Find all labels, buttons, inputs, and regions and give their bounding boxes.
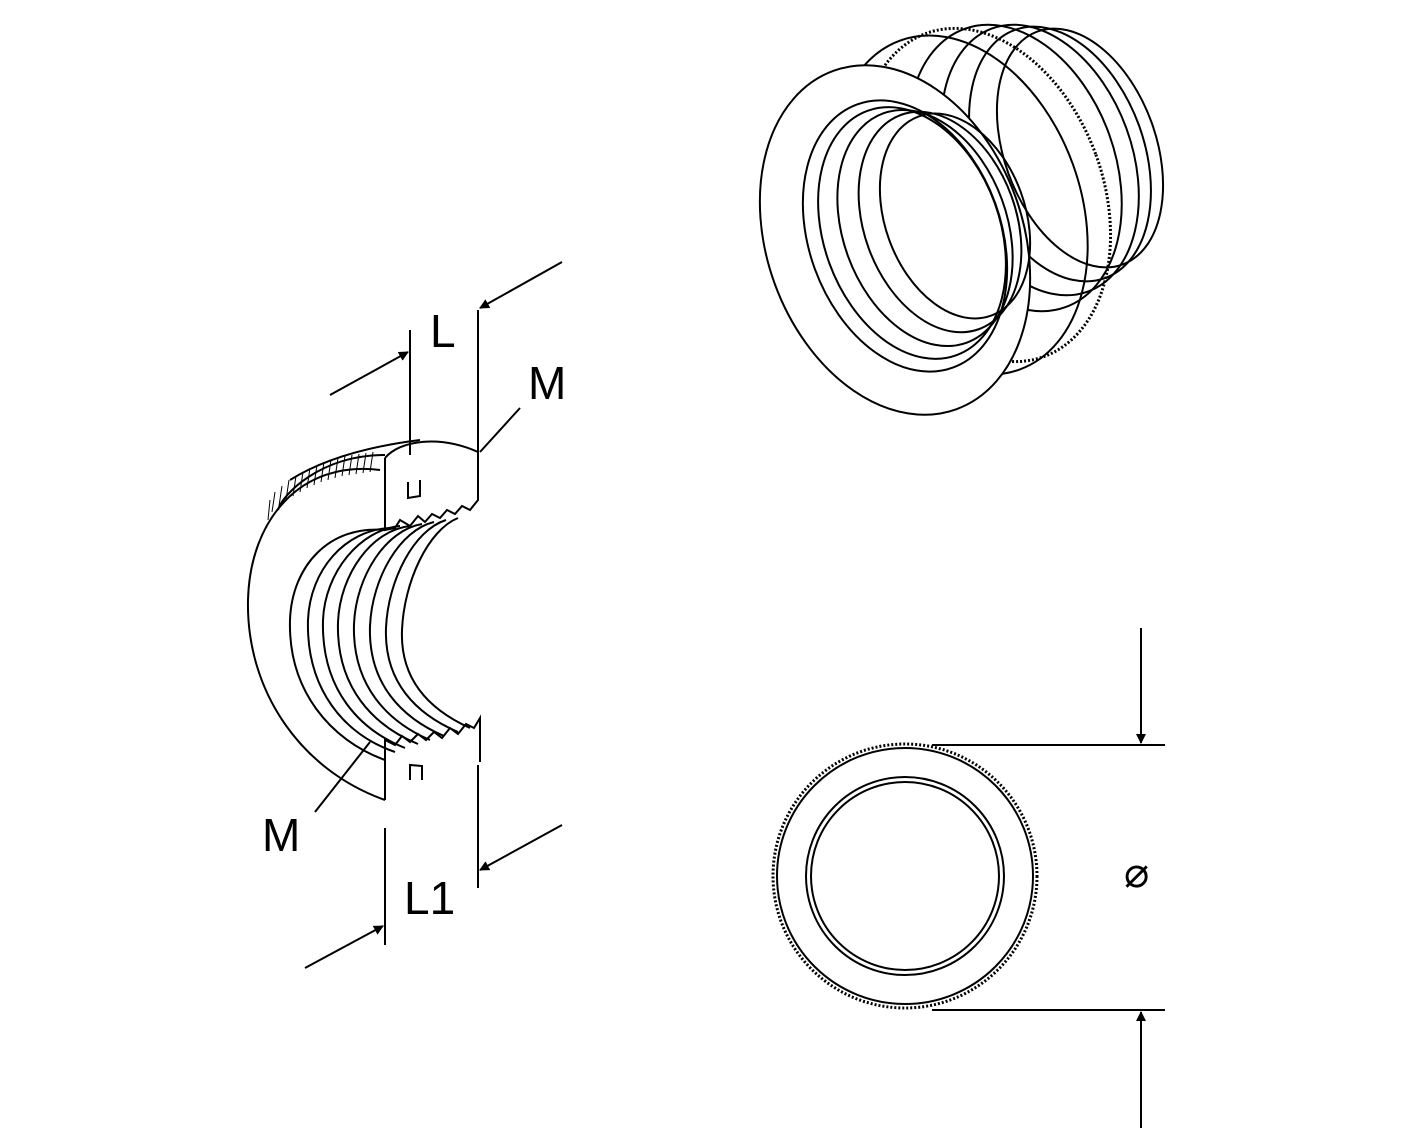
isometric-view [713, 0, 1194, 453]
front-view [773, 744, 1037, 1008]
section-view [248, 440, 480, 800]
dimension-L [330, 262, 562, 455]
leader-thread-bottom [315, 742, 370, 812]
label-thread-top: M [528, 357, 567, 409]
label-thread-bottom: M [262, 809, 301, 861]
label-length-bottom: L1 [404, 872, 456, 924]
dimension-diameter [932, 628, 1165, 1128]
dimension-L1 [305, 765, 562, 968]
leader-thread-top [480, 408, 520, 452]
label-length-top: L [430, 305, 456, 357]
label-diameter: ⌀ [1124, 848, 1150, 897]
